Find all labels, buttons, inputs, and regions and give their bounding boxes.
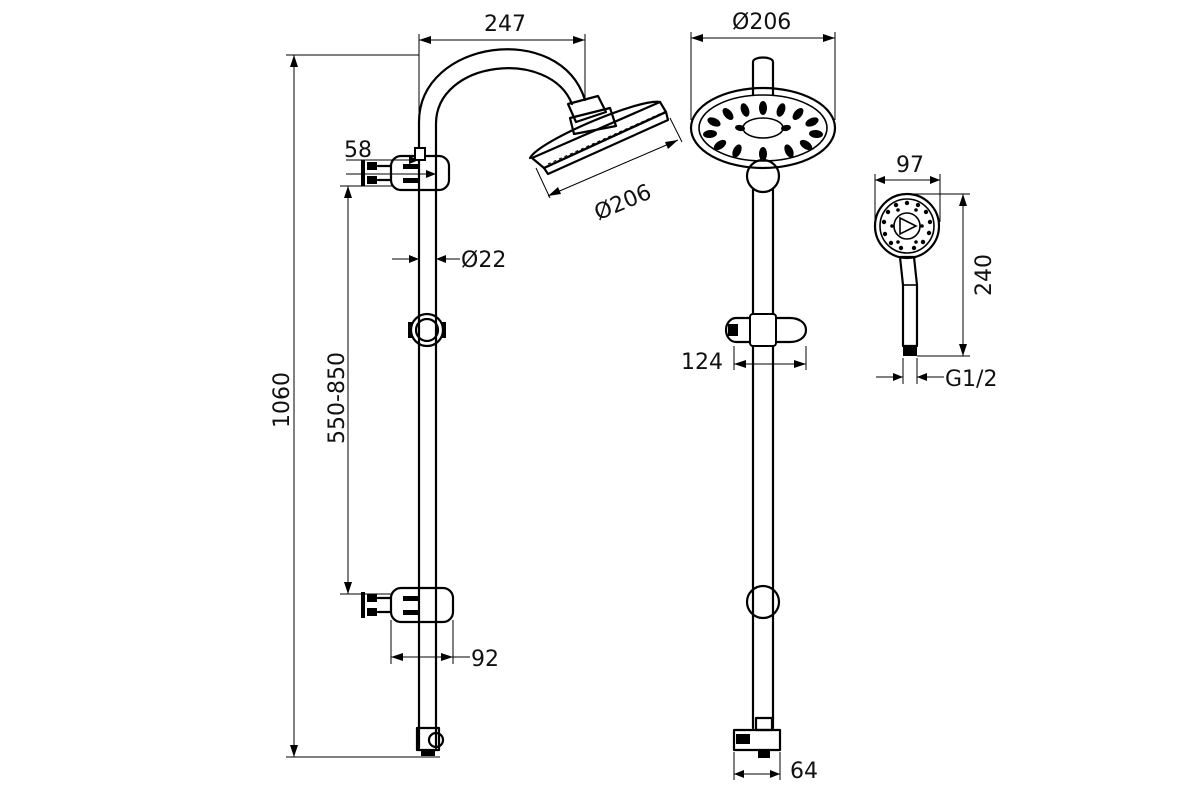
- front-view: Ø206 124 64: [681, 10, 837, 784]
- hand-shower-mode-selector: [899, 216, 918, 236]
- head-connector: [566, 94, 608, 124]
- dim-240-label: 240: [972, 254, 997, 296]
- front-lower-ball: [745, 584, 781, 620]
- dim-550-850-label: 550-850: [325, 352, 350, 444]
- dim-92-line: [390, 620, 470, 664]
- dim-247-line: [418, 34, 586, 146]
- head-neck: [568, 106, 618, 136]
- side-view: 247 Ø206 58 Ø22 1060 550-850: [270, 12, 683, 758]
- front-diverter: [732, 716, 782, 758]
- front-head-ball: [745, 158, 781, 194]
- upper-wall-bracket: [361, 147, 451, 192]
- hand-shower-connector: [903, 346, 917, 356]
- dim-124-line: [733, 346, 807, 370]
- lower-wall-bracket: [361, 586, 455, 624]
- dim-22-line: [392, 255, 460, 263]
- curved-arm-outer: [417, 48, 587, 147]
- dim-58-label: 58: [344, 138, 372, 163]
- dim-58-line: [346, 156, 436, 178]
- dim-206-front-line: [690, 32, 836, 120]
- curved-arm-inner: [434, 67, 574, 147]
- dim-g12-label: G1/2: [945, 367, 997, 392]
- dim-97-line: [874, 174, 941, 222]
- hand-shower: 97 240 G1/2: [873, 153, 997, 392]
- dim-1060-line: [286, 54, 440, 758]
- dim-206-side-label: Ø206: [591, 180, 655, 226]
- front-riser-pipe: [751, 188, 775, 730]
- dim-206-side-line: [535, 117, 683, 199]
- dim-1060-label: 1060: [270, 372, 295, 428]
- dim-240-line: [907, 193, 970, 357]
- dim-92-label: 92: [471, 647, 499, 672]
- hand-shower-handle: [898, 255, 919, 348]
- riser-pipe: [417, 143, 438, 750]
- dim-550-850-line: [340, 185, 392, 595]
- dim-g12-line: [876, 358, 944, 384]
- dim-22-label: Ø22: [461, 248, 506, 273]
- bottom-diverter: [415, 726, 445, 756]
- middle-slider: [408, 312, 446, 348]
- rain-shower-head-front: [689, 86, 837, 170]
- dim-206-front-label: Ø206: [732, 10, 791, 35]
- dim-64-line: [733, 752, 781, 780]
- front-pipe-top: [751, 56, 775, 97]
- rain-shower-head-side: [528, 100, 670, 176]
- dim-97-label: 97: [896, 153, 924, 178]
- dim-64-label: 64: [790, 759, 818, 784]
- dim-124-label: 124: [681, 350, 723, 375]
- dim-247-label: 247: [484, 12, 526, 37]
- front-slider: [724, 313, 808, 347]
